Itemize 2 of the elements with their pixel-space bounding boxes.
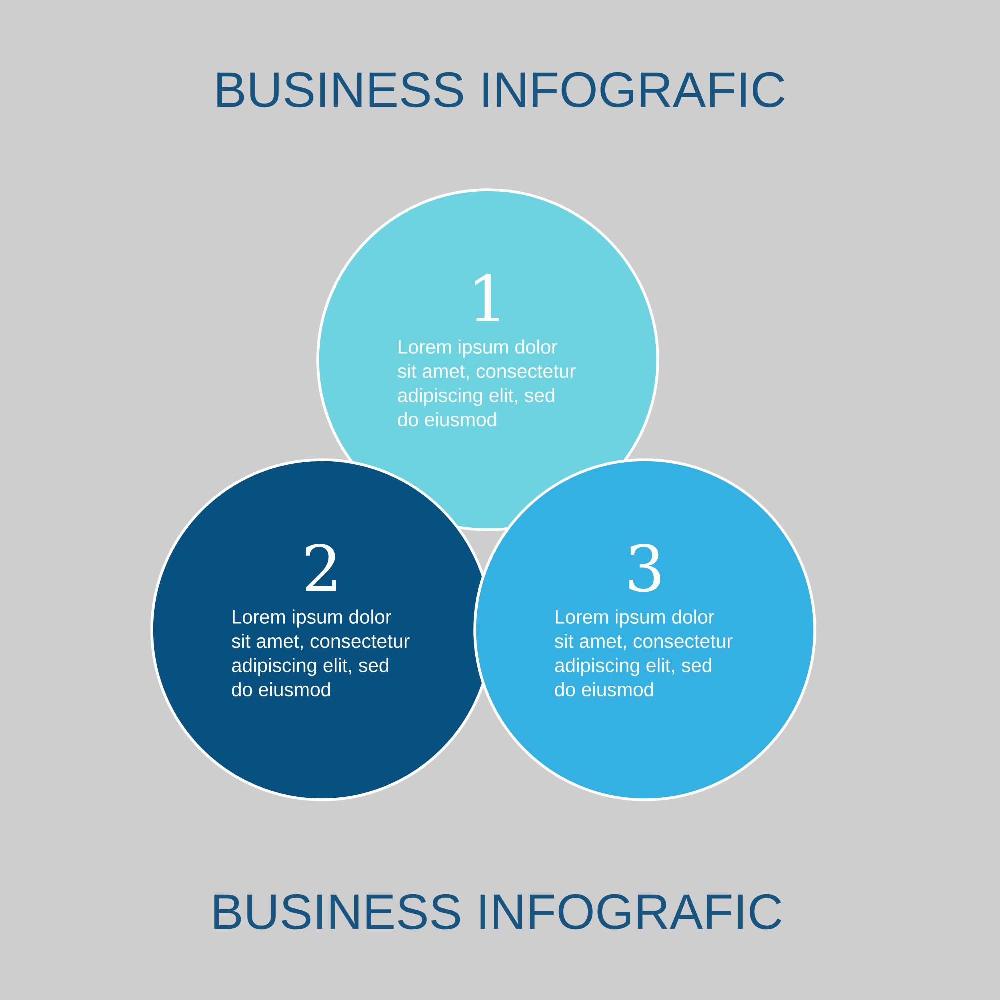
caption: BUSINESS INFOGRAFIC	[214, 894, 782, 930]
title: BUSINESS INFOGRAFIC	[218, 72, 785, 108]
